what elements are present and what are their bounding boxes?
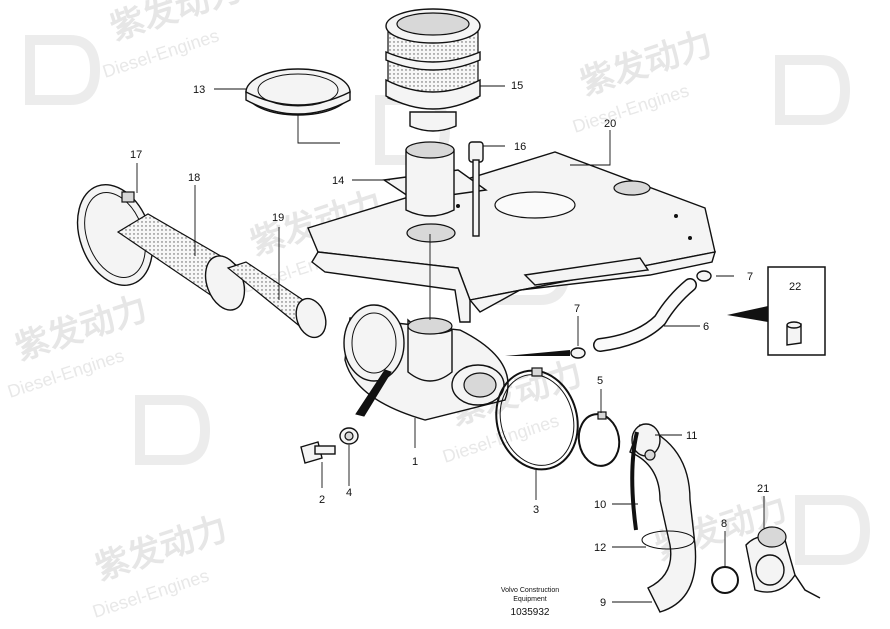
callout-7-top: 7 bbox=[747, 271, 753, 283]
part-6-hose bbox=[593, 278, 697, 352]
part-21-turbo bbox=[745, 526, 821, 599]
leader-lines bbox=[136, 85, 765, 603]
part-3-band bbox=[495, 367, 579, 471]
part-5-clamp bbox=[577, 411, 621, 467]
callout-2: 2 bbox=[319, 494, 325, 506]
watermark-cn: 紫发动力 bbox=[575, 23, 717, 103]
callouts: 13 15 16 14 17 18 19 20 1 2 4 3 7 6 7 5 … bbox=[130, 80, 801, 609]
part-19-safety-filter bbox=[226, 261, 327, 339]
part-14-gasket bbox=[382, 141, 488, 217]
callout-1: 1 bbox=[412, 456, 418, 468]
callout-22: 22 bbox=[789, 281, 801, 293]
callout-10: 10 bbox=[594, 499, 606, 511]
part-8-clamp bbox=[711, 566, 739, 594]
part-7-clip-a bbox=[696, 270, 712, 282]
callout-12: 12 bbox=[594, 542, 606, 554]
callout-3: 3 bbox=[533, 504, 539, 516]
callout-19: 19 bbox=[272, 212, 284, 224]
watermark-cn: 紫发动力 bbox=[10, 288, 152, 368]
part-1-housing bbox=[343, 304, 509, 421]
part-16-bolt bbox=[468, 141, 484, 237]
callout-11: 11 bbox=[686, 430, 697, 442]
callout-18: 18 bbox=[188, 172, 200, 184]
callout-21: 21 bbox=[757, 483, 769, 495]
callout-15: 15 bbox=[511, 80, 523, 92]
part-9-elbow bbox=[629, 423, 697, 613]
callout-5: 5 bbox=[597, 375, 603, 387]
footer: Volvo Construction Equipment 1035932 bbox=[501, 587, 559, 618]
part-12-ring bbox=[641, 530, 695, 550]
part-2-screw bbox=[300, 441, 336, 464]
callout-14: 14 bbox=[332, 175, 344, 187]
callout-7-left: 7 bbox=[574, 303, 580, 315]
part-15-precleaner bbox=[385, 8, 481, 132]
callout-13: 13 bbox=[193, 84, 205, 96]
part-22-detail-box bbox=[727, 266, 826, 356]
callout-16: 16 bbox=[514, 141, 526, 153]
callout-8: 8 bbox=[721, 518, 727, 530]
part-4-nut bbox=[339, 427, 359, 445]
callout-9: 9 bbox=[600, 597, 606, 609]
part-20-bracket bbox=[307, 151, 717, 323]
doc-number: 1035932 bbox=[511, 607, 550, 618]
callout-17: 17 bbox=[130, 149, 142, 161]
part-10-pipe bbox=[630, 431, 639, 531]
callout-6: 6 bbox=[703, 321, 709, 333]
callout-4: 4 bbox=[346, 487, 352, 499]
part-13-cap bbox=[245, 68, 351, 116]
footer-division: Equipment bbox=[513, 596, 547, 603]
watermark-cn: 紫发动力 bbox=[90, 508, 232, 588]
part-7-clip-b bbox=[570, 347, 586, 359]
footer-company: Volvo Construction bbox=[501, 587, 559, 594]
callout-20: 20 bbox=[604, 118, 616, 130]
